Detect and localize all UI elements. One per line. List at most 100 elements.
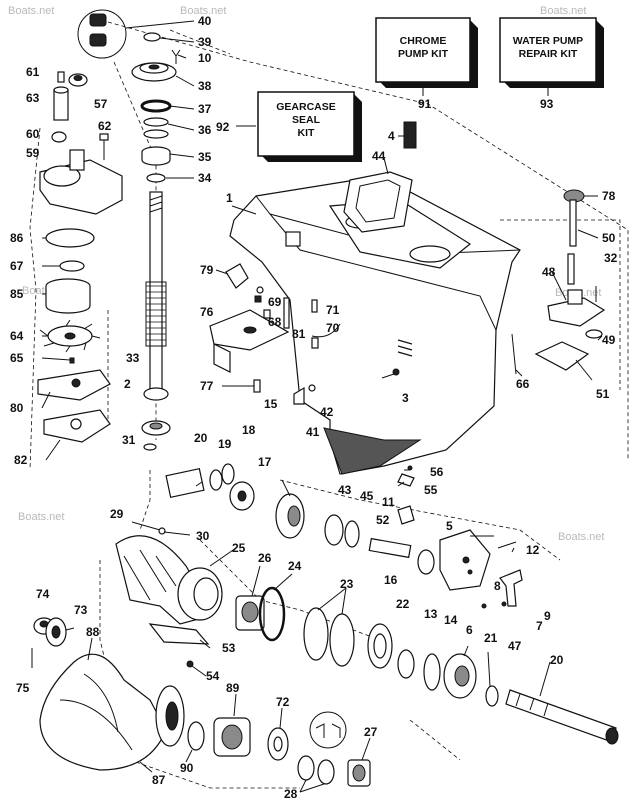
kit-label: PUMP KIT	[398, 48, 449, 60]
callout-number: 21	[484, 631, 498, 645]
propeller-group	[31, 617, 371, 787]
callout-number: 63	[26, 91, 40, 105]
callout-number: 37	[198, 102, 212, 116]
callout-number: 20	[550, 653, 564, 667]
drive-shaft-stack	[77, 9, 181, 451]
callout-number: 52	[376, 513, 390, 527]
callout-number: 85	[10, 287, 24, 301]
callout-number: 67	[10, 259, 24, 273]
callout-number: 55	[424, 483, 438, 497]
callout-number: 71	[326, 303, 340, 317]
callout-number: 82	[14, 453, 28, 467]
callout-number: 4	[388, 129, 395, 143]
callout-number: 36	[198, 123, 212, 137]
callout-number: 24	[288, 559, 302, 573]
callout-number: 28	[284, 787, 298, 800]
callout-number: 66	[516, 377, 530, 391]
callout-number: 51	[596, 387, 610, 401]
kit-label: WATER PUMP	[513, 35, 583, 47]
callout-number: 38	[198, 79, 212, 93]
callout-number: 26	[258, 551, 272, 565]
callout-number: 65	[10, 351, 24, 365]
callout-number: 76	[200, 305, 214, 319]
callout-number: 14	[444, 613, 458, 627]
callout-labels: 40 39 10 38 37 36 35 34 61 57 63 60 62 5…	[10, 14, 618, 800]
kit-label: CHROME	[400, 35, 447, 47]
callout-number: 74	[36, 587, 50, 601]
shift-cam-parts	[209, 263, 341, 405]
callout-number: 42	[320, 405, 334, 419]
callout-number: 1	[226, 191, 233, 205]
callout-number: 8	[494, 579, 501, 593]
callout-number: 90	[180, 761, 194, 775]
callout-number: 91	[418, 97, 432, 111]
kit-label: REPAIR KIT	[519, 48, 578, 60]
kit-label: KIT	[298, 127, 316, 139]
callout-number: 59	[26, 146, 40, 160]
callout-number: 48	[542, 265, 556, 279]
callout-number: 81	[292, 327, 306, 341]
watermark: Boats.net	[558, 531, 604, 543]
callout-number: 70	[326, 321, 340, 335]
callout-number: 87	[152, 773, 166, 787]
callout-number: 72	[276, 695, 290, 709]
callout-number: 56	[430, 465, 444, 479]
callout-number: 62	[98, 119, 112, 133]
callout-number: 54	[206, 669, 220, 683]
callout-number: 23	[340, 577, 354, 591]
callout-number: 49	[602, 333, 616, 347]
part-4	[403, 121, 417, 149]
leader-lines	[41, 20, 603, 793]
callout-number: 93	[540, 97, 554, 111]
gearcase-seal-kit-box: GEARCASE SEAL KIT	[257, 91, 362, 162]
callout-number: 15	[264, 397, 278, 411]
callout-number: 29	[110, 507, 124, 521]
kit-label: SEAL	[292, 114, 321, 126]
callout-number: 89	[226, 681, 240, 695]
callout-number: 88	[86, 625, 100, 639]
callout-number: 22	[396, 597, 410, 611]
callout-number: 47	[508, 639, 522, 653]
callout-number: 57	[94, 97, 108, 111]
callout-number: 61	[26, 65, 40, 79]
water-pump-components	[37, 71, 123, 443]
callout-number: 75	[16, 681, 30, 695]
callout-number: 40	[198, 14, 212, 28]
bearing-housing-assembly	[115, 521, 619, 745]
callout-number: 25	[232, 541, 246, 555]
callout-number: 13	[424, 607, 438, 621]
callout-number: 92	[216, 120, 230, 134]
callout-number: 10	[198, 51, 212, 65]
callout-number: 11	[382, 495, 395, 509]
callout-number: 34	[198, 171, 212, 185]
callout-number: 20	[194, 431, 208, 445]
callout-number: 27	[364, 725, 378, 739]
callout-number: 44	[372, 149, 386, 163]
callout-number: 6	[466, 623, 473, 637]
callout-number: 33	[126, 351, 140, 365]
callout-number: 79	[200, 263, 214, 277]
watermark: Boats.net	[18, 511, 64, 523]
callout-number: 78	[602, 189, 616, 203]
callout-number: 5	[446, 519, 453, 533]
callout-number: 18	[242, 423, 256, 437]
callout-number: 41	[306, 425, 320, 439]
propeller-shaft-assembly	[165, 463, 523, 609]
callout-number: 19	[218, 437, 232, 451]
callout-number: 16	[384, 573, 398, 587]
callout-number: 53	[222, 641, 236, 655]
gasket-44	[343, 171, 413, 233]
callout-number: 69	[268, 295, 282, 309]
callout-number: 7	[536, 619, 543, 633]
callout-number: 80	[10, 401, 24, 415]
callout-number: 3	[402, 391, 409, 405]
callout-number: 73	[74, 603, 88, 617]
callout-number: 50	[602, 231, 616, 245]
callout-number: 64	[10, 329, 24, 343]
callout-number: 86	[10, 231, 24, 245]
watermark: Boats.net	[8, 5, 54, 17]
callout-number: 77	[200, 379, 214, 393]
callout-number: 68	[268, 315, 282, 329]
callout-number: 39	[198, 35, 212, 49]
